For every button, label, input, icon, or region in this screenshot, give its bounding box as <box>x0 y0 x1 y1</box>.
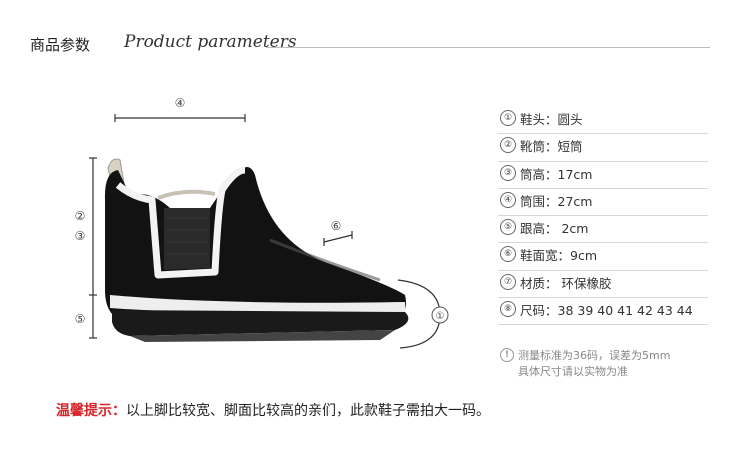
section-header: 商品参数 Product parameters <box>30 32 720 58</box>
spec-row: ⑦ 材质： 环保橡胶 <box>498 271 708 299</box>
spec-number: ② <box>500 137 516 154</box>
spec-row: ⑤ 跟高： 2cm <box>498 216 708 244</box>
spec-row: ⑥ 鞋面宽：9cm <box>498 243 708 271</box>
sizing-tip: 温馨提示：以上脚比较宽、脚面比较高的亲们，此款鞋子需拍大一码。 <box>56 400 490 420</box>
section-title-cn: 商品参数 <box>30 36 91 54</box>
svg-text:③: ③ <box>75 229 86 243</box>
marker-height: ② ③ ⑤ <box>75 157 97 339</box>
marker-vamp: ⑥ <box>323 219 353 246</box>
svg-text:⑥: ⑥ <box>331 219 342 233</box>
spec-row: ② 靴筒：短筒 <box>498 134 708 162</box>
svg-text:④: ④ <box>175 96 186 110</box>
spec-row: ① 鞋头：圆头 <box>498 107 708 135</box>
note-line-2: 具体尺寸请以实物为准 <box>518 365 628 378</box>
marker-toe: ① <box>397 279 449 349</box>
marker-circumference: ④ <box>114 96 246 122</box>
boot-illustration: ④ ② ③ ⑤ ① <box>75 96 449 349</box>
info-icon: ! <box>500 348 514 362</box>
spec-text: 尺码：38 39 40 41 42 43 44 <box>520 303 693 319</box>
tip-label: 温馨提示： <box>56 403 126 419</box>
boot-shape <box>104 158 409 342</box>
spec-row: ⑧ 尺码：38 39 40 41 42 43 44 <box>498 298 708 326</box>
spec-number: ① <box>500 110 516 126</box>
spec-number: ⑥ <box>500 246 516 263</box>
spec-text: 筒围：27cm <box>520 193 593 209</box>
svg-text:⑤: ⑤ <box>75 312 86 326</box>
header-divider <box>266 47 710 48</box>
note-line-1: 测量标准为36码，误差为5mm <box>518 349 671 362</box>
spec-number: ⑦ <box>500 273 516 290</box>
spec-text: 材质： 环保橡胶 <box>520 275 612 291</box>
svg-text:②: ② <box>75 209 86 223</box>
spec-row: ④ 筒围：27cm <box>498 189 708 217</box>
svg-text:①: ① <box>436 311 445 322</box>
spec-row: ③ 筒高：17cm <box>498 162 708 189</box>
spec-list: ① 鞋头：圆头 ② 靴筒：短筒 ③ 筒高：17cm ④ 筒围：27cm ⑤ 跟高… <box>498 107 708 326</box>
section-title-en: Product parameters <box>124 32 297 52</box>
spec-text: 鞋面宽：9cm <box>520 248 598 264</box>
spec-text: 筒高：17cm <box>520 166 593 182</box>
spec-text: 跟高： 2cm <box>520 221 589 237</box>
tip-body: 以上脚比较宽、脚面比较高的亲们，此款鞋子需拍大一码。 <box>126 403 490 419</box>
spec-number: ⑧ <box>500 301 516 318</box>
spec-number: ③ <box>500 164 516 181</box>
spec-number: ⑤ <box>500 219 516 236</box>
spec-number: ④ <box>500 191 516 208</box>
spec-text: 鞋头：圆头 <box>520 112 583 127</box>
spec-text: 靴筒：短筒 <box>520 139 583 155</box>
